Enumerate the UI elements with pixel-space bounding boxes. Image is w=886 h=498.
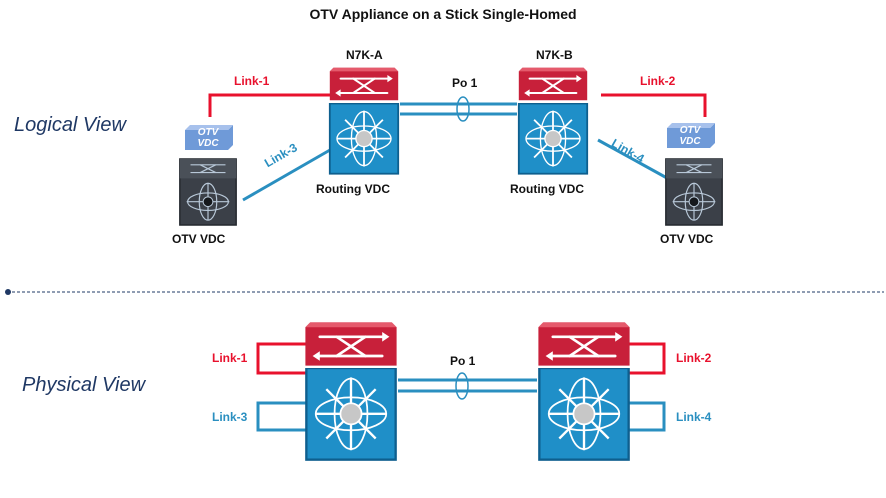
physical-po1-label: Po 1 <box>450 354 476 368</box>
n7k-b-vdc-label: Routing VDC <box>510 182 584 196</box>
otv-right-tag-line1: OTV <box>679 125 701 136</box>
logical-po1-bundle <box>456 96 470 122</box>
otv-right-tag: OTV VDC <box>669 125 711 147</box>
otv-left-switch <box>179 158 237 226</box>
otv-right-tag-box <box>667 123 715 148</box>
logical-view-label: Logical View <box>14 114 126 136</box>
logical-link-4-line <box>597 138 677 185</box>
logical-link-2-line <box>601 93 707 117</box>
n7k-a-switch <box>328 66 400 175</box>
n7k-a-vdc-label: Routing VDC <box>316 182 390 196</box>
logical-po1-links <box>400 102 517 116</box>
n7k-b-switch <box>517 66 589 175</box>
physical-link-2-loop <box>615 342 666 375</box>
otv-right-label: OTV VDC <box>660 232 714 246</box>
divider-dot <box>5 289 11 295</box>
logical-link-2-label: Link-2 <box>640 74 676 88</box>
logical-link-3-line <box>242 148 331 202</box>
physical-po1-bundle <box>455 372 469 400</box>
otv-left-tag: OTV VDC <box>187 127 229 149</box>
otv-left-label: OTV VDC <box>172 232 226 246</box>
otv-right-switch <box>665 158 723 226</box>
otv-left-tag-line1: OTV <box>197 127 219 138</box>
n7k-b-label: N7K-B <box>536 48 573 62</box>
physical-link-1-loop <box>256 342 307 375</box>
physical-link-2-label: Link-2 <box>676 351 712 365</box>
physical-view-label: Physical View <box>22 374 146 396</box>
otv-right-tag-line2: VDC <box>679 136 701 147</box>
physical-switch-a <box>304 321 398 461</box>
diagram-title: OTV Appliance on a Stick Single-Homed <box>309 6 577 22</box>
physical-link-3-label: Link-3 <box>212 410 248 424</box>
n7k-a-label: N7K-A <box>346 48 383 62</box>
otv-left-tag-line2: VDC <box>197 138 219 149</box>
logical-link-1-label: Link-1 <box>234 74 270 88</box>
logical-po1-label: Po 1 <box>452 76 478 90</box>
physical-link-4-loop <box>615 401 666 432</box>
physical-link-1-label: Link-1 <box>212 351 248 365</box>
physical-link-3-loop <box>256 401 307 432</box>
physical-link-4-label: Link-4 <box>676 410 712 424</box>
otv-left-tag-box <box>185 125 233 150</box>
logical-link-1-line <box>208 93 330 117</box>
physical-switch-b <box>537 321 631 461</box>
